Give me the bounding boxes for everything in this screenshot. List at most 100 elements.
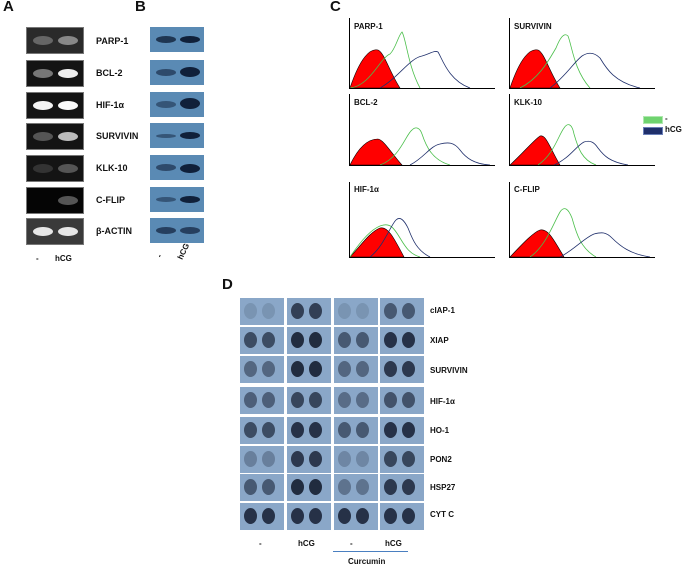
protein-label-ciap1: cIAP-1	[430, 306, 455, 315]
array-spot	[291, 361, 304, 377]
array-spot	[338, 392, 351, 408]
array-spot	[356, 392, 369, 408]
panel-letter-c: C	[330, 0, 341, 15]
array-spot	[309, 451, 322, 467]
gene-label-survivin: SURVIVIN	[96, 131, 139, 141]
array-spot	[262, 508, 275, 524]
array-spot	[244, 392, 257, 408]
array-condition-3: -	[350, 539, 353, 548]
gene-label-klk10: KLK-10	[96, 163, 128, 173]
lane-label-control-b: -	[154, 252, 165, 259]
flow-title-parp1: PARP-1	[354, 22, 383, 31]
gel-strip-bcl2	[26, 60, 84, 87]
array-spot	[262, 392, 275, 408]
array-spot	[402, 303, 415, 319]
array-spot	[384, 451, 397, 467]
flow-plot-klk10	[509, 94, 655, 166]
array-spot	[356, 451, 369, 467]
array-spot	[291, 508, 304, 524]
array-condition-4: hCG	[385, 539, 402, 548]
array-cell	[334, 387, 378, 414]
array-spot	[244, 479, 257, 495]
array-spot	[291, 479, 304, 495]
array-condition-1: -	[259, 539, 262, 548]
array-spot	[262, 303, 275, 319]
protein-label-ho1: HO-1	[430, 426, 450, 435]
gel-strip-parp1	[26, 27, 84, 54]
panel-letter-a: A	[3, 0, 14, 15]
curcumin-bracket	[333, 551, 408, 552]
gel-strip-actin	[26, 218, 84, 245]
array-spot	[356, 361, 369, 377]
legend-swatch-control	[643, 116, 663, 124]
array-spot	[402, 479, 415, 495]
array-spot	[291, 332, 304, 348]
blot-strip-survivin	[150, 123, 204, 148]
flow-plot-hif1a	[349, 182, 495, 258]
array-spot	[309, 479, 322, 495]
legend-label-hcg: hCG	[665, 125, 682, 134]
array-spot	[384, 303, 397, 319]
blot-strip-klk10	[150, 155, 204, 180]
array-spot	[244, 361, 257, 377]
array-spot	[291, 422, 304, 438]
array-spot	[338, 332, 351, 348]
array-spot	[338, 508, 351, 524]
lane-label-hcg: hCG	[55, 254, 72, 263]
protein-label-hsp27: HSP27	[430, 483, 456, 492]
array-cell	[334, 474, 378, 501]
array-spot	[338, 479, 351, 495]
array-spot	[309, 422, 322, 438]
array-spot	[402, 451, 415, 467]
gene-label-hif1a: HIF-1α	[96, 100, 125, 110]
array-spot	[244, 303, 257, 319]
array-spot	[309, 303, 322, 319]
blot-strip-actin	[150, 218, 204, 243]
legend-swatch-hcg	[643, 127, 663, 135]
flow-title-bcl2: BCL-2	[354, 98, 378, 107]
protein-label-pon2: PON2	[430, 455, 452, 464]
treatment-label: Curcumin	[348, 557, 386, 566]
gene-label-cflip: C-FLIP	[96, 195, 125, 205]
array-spot	[262, 479, 275, 495]
array-cell	[240, 298, 284, 325]
protein-label-cytc: CYT C	[430, 510, 454, 519]
array-spot	[338, 361, 351, 377]
array-spot	[291, 303, 304, 319]
array-spot	[384, 332, 397, 348]
array-spot	[262, 422, 275, 438]
array-spot	[309, 508, 322, 524]
array-spot	[384, 422, 397, 438]
protein-label-survivin: SURVIVIN	[430, 366, 468, 375]
protein-label-xiap: XIAP	[430, 336, 449, 345]
array-spot	[291, 392, 304, 408]
array-spot	[356, 422, 369, 438]
flow-plot-cflip	[509, 182, 655, 258]
lane-label-control: -	[36, 254, 39, 263]
gel-strip-klk10	[26, 155, 84, 182]
array-spot	[402, 392, 415, 408]
array-spot	[356, 303, 369, 319]
array-spot	[338, 451, 351, 467]
array-spot	[356, 508, 369, 524]
array-spot	[384, 392, 397, 408]
gel-strip-survivin	[26, 123, 84, 150]
gene-label-parp1: PARP-1	[96, 36, 129, 46]
array-spot	[309, 361, 322, 377]
array-spot	[244, 422, 257, 438]
array-spot	[356, 332, 369, 348]
array-spot	[338, 422, 351, 438]
array-spot	[402, 422, 415, 438]
blot-strip-hif1a	[150, 92, 204, 117]
array-spot	[244, 508, 257, 524]
array-spot	[262, 451, 275, 467]
blot-strip-bcl2	[150, 60, 204, 85]
array-spot	[244, 451, 257, 467]
flow-title-cflip: C-FLIP	[514, 185, 540, 194]
gene-label-actin: β-ACTIN	[96, 226, 132, 236]
array-spot	[402, 332, 415, 348]
array-spot	[338, 303, 351, 319]
flow-title-klk10: KLK-10	[514, 98, 543, 107]
flow-plot-parp1	[349, 18, 495, 89]
array-spot	[262, 332, 275, 348]
